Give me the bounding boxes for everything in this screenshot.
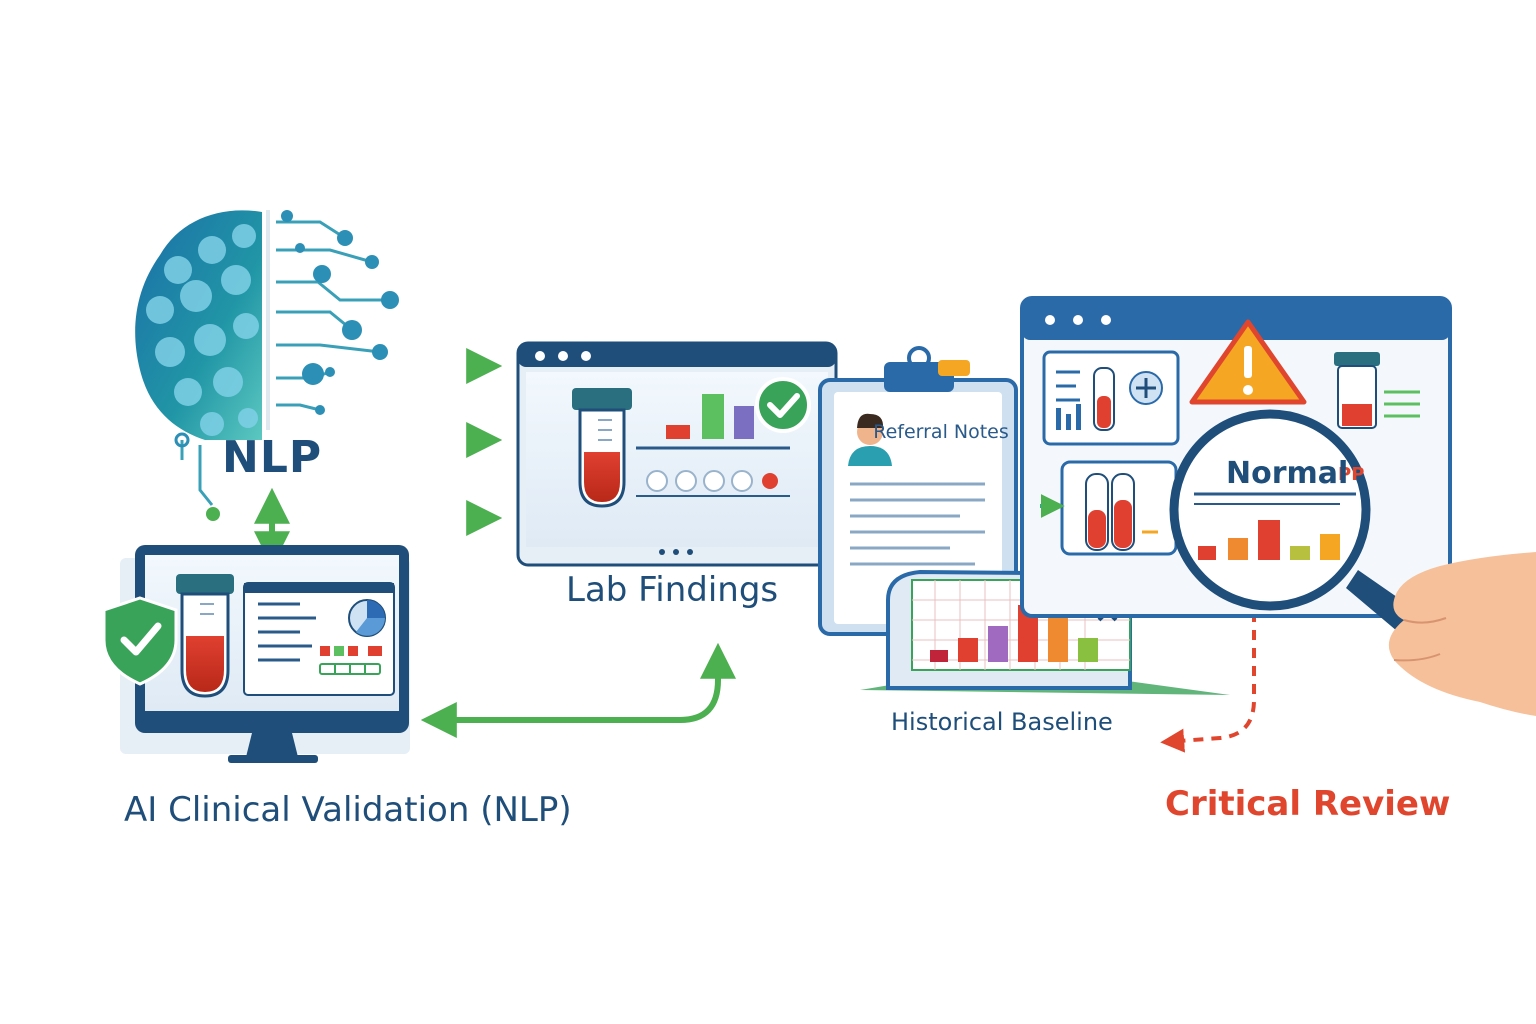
normal-label: Normal — [1226, 456, 1349, 491]
warning-icon — [1189, 319, 1307, 405]
test-tube-icon — [176, 574, 234, 698]
ai-validation-label: AI Clinical Validation (NLP) — [124, 790, 572, 830]
pie-chart-icon — [348, 599, 386, 637]
arrow-critical-review — [1160, 612, 1256, 753]
svg-text:PP: PP — [1338, 464, 1364, 485]
brain-network-icon — [135, 210, 399, 521]
lab-result-dots — [646, 470, 778, 492]
historical-baseline-label: Historical Baseline — [891, 708, 1113, 736]
flow-arrows — [254, 348, 1256, 753]
test-tube-icon — [572, 388, 632, 508]
lab-findings-label: Lab Findings — [566, 570, 779, 610]
arrow-validation-lab — [420, 642, 736, 738]
critical-review-label: Critical Review — [1165, 784, 1451, 824]
checkmark-icon — [755, 377, 811, 433]
doctor-avatar-icon — [848, 413, 892, 466]
referral-notes-label: Referral Notes — [873, 421, 1009, 443]
shield-check-icon — [102, 596, 178, 686]
hand-icon — [1388, 552, 1536, 716]
normal-bar-chart — [1198, 520, 1340, 560]
ai-validation-monitor — [102, 545, 410, 763]
historical-bar-chart — [930, 605, 1098, 662]
lab-bar-chart — [666, 394, 754, 439]
nlp-label: NLP — [222, 432, 323, 483]
lab-findings-window — [516, 341, 838, 567]
result-grid — [319, 646, 382, 675]
